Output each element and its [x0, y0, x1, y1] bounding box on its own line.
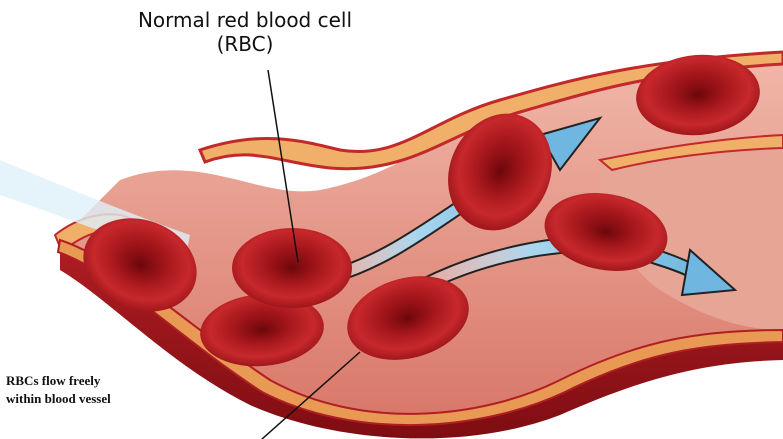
flow-caption-line1: RBCs flow freely	[6, 372, 206, 390]
flow-caption: RBCs flow freely within blood vessel	[6, 372, 206, 408]
rbc-callout-line1: Normal red blood cell	[130, 8, 360, 32]
rbc-callout-line2: (RBC)	[130, 32, 360, 56]
flow-caption-line2: within blood vessel	[6, 390, 206, 408]
red-blood-cell-icon	[232, 228, 352, 308]
rbc-callout-label: Normal red blood cell (RBC)	[130, 8, 360, 56]
